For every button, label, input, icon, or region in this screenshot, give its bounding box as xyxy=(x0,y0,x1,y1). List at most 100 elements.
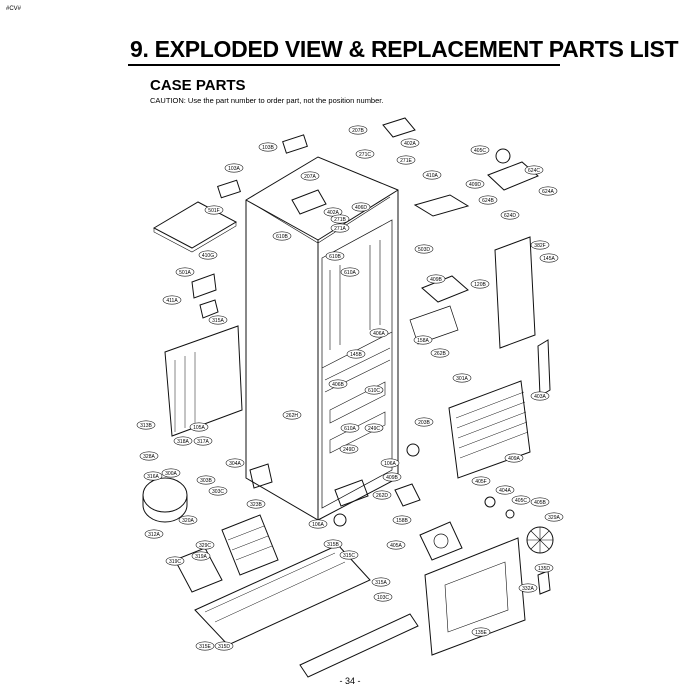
page-number: - 34 - xyxy=(339,676,361,686)
part-label: 403A xyxy=(530,391,550,401)
part-label: 249D xyxy=(339,444,359,454)
part-label: 303C xyxy=(208,486,228,496)
part-label: 624A xyxy=(538,186,558,196)
back-panel-315a xyxy=(164,325,243,437)
part-label: 624D xyxy=(500,210,520,220)
part-label-text: 303C xyxy=(212,489,224,495)
part-label-text: 271A xyxy=(334,226,346,232)
part-label: 271C xyxy=(355,149,375,159)
part-label: 405F xyxy=(471,476,491,486)
part-label: 249C xyxy=(364,423,384,433)
part-label: 300A xyxy=(161,468,181,478)
part-label: 317A xyxy=(193,436,213,446)
part-label: 262D xyxy=(372,490,392,500)
bracket-624 xyxy=(487,161,539,191)
part-label: 320A xyxy=(178,515,198,525)
part-label-text: 329C xyxy=(199,543,211,549)
part-label-text: 158B xyxy=(396,518,408,524)
part-label: 135D xyxy=(534,563,554,573)
part-label: 406B xyxy=(328,379,348,389)
part-label-text: 317A xyxy=(197,439,209,445)
part-label-text: 328A xyxy=(143,454,155,460)
part-label: 158B xyxy=(392,515,412,525)
part-label: 406D xyxy=(351,202,371,212)
cover-103a xyxy=(217,179,241,199)
part-label-text: 410G xyxy=(202,253,214,259)
part-label: 145B xyxy=(346,349,366,359)
cover-103b xyxy=(282,134,308,154)
part-label-text: 610A xyxy=(344,270,356,276)
title-underline xyxy=(128,64,560,66)
part-label: 303B xyxy=(196,475,216,485)
bracket-403a xyxy=(537,339,551,397)
part-label: 382F xyxy=(530,240,550,250)
part-label-text: 271E xyxy=(400,158,412,164)
part-label-text: 304A xyxy=(229,461,241,467)
part-label-text: 382F xyxy=(534,243,545,249)
part-label-text: 403A xyxy=(534,394,546,400)
part-label: 203B xyxy=(414,417,434,427)
part-label: 410A xyxy=(422,170,442,180)
part-label-text: 262H xyxy=(286,413,298,419)
part-label: 319A xyxy=(191,551,211,561)
part-label: 610A xyxy=(340,423,360,433)
part-label: 610C xyxy=(364,385,384,395)
part-label: 262H xyxy=(282,410,302,420)
part-label: 315D xyxy=(214,641,234,651)
machine-cover-332a xyxy=(424,537,526,656)
part-label-text: 120B xyxy=(474,282,486,288)
part-label-text: 315D xyxy=(218,644,230,650)
part-label-text: 103A xyxy=(228,166,240,172)
part-411a xyxy=(199,299,219,319)
part-label-text: 411A xyxy=(166,298,178,304)
part-label: 313B xyxy=(136,420,156,430)
part-label: 135E xyxy=(471,627,491,637)
part-label-text: 106A xyxy=(312,522,324,528)
part-106a xyxy=(406,443,420,457)
part-label-text: 409A xyxy=(508,456,520,462)
part-409b-lower xyxy=(394,483,421,507)
part-label: 120B xyxy=(470,279,490,289)
part-label-text: 312A xyxy=(148,532,160,538)
part-label-text: 103B xyxy=(262,145,274,151)
part-label: 319C xyxy=(165,556,185,566)
part-label: 409D xyxy=(465,179,485,189)
part-label-text: 262B xyxy=(434,351,446,357)
part-262d xyxy=(334,479,369,507)
part-label: 207B xyxy=(348,125,368,135)
part-label: 304A xyxy=(225,458,245,468)
part-label-text: 610C xyxy=(368,388,380,394)
part-label: 103C xyxy=(373,592,393,602)
part-label-text: 610B xyxy=(276,234,288,240)
part-label: 106A xyxy=(308,519,328,529)
part-label: 262B xyxy=(430,348,450,358)
evaporator xyxy=(448,380,531,479)
part-label: 105A xyxy=(189,422,209,432)
part-label: 610B xyxy=(325,251,345,261)
part-label: 328A xyxy=(139,451,159,461)
part-label: 624C xyxy=(524,165,544,175)
part-label-text: 301A xyxy=(456,376,468,382)
part-label: 329A xyxy=(544,512,564,522)
part-label: 411A xyxy=(162,295,182,305)
part-label-text: 406A xyxy=(373,331,385,337)
part-label-text: 329A xyxy=(548,515,560,521)
part-404a xyxy=(484,496,496,508)
part-label: 315A xyxy=(208,315,228,325)
part-label-text: 402A xyxy=(327,210,339,216)
page-title: 9. EXPLODED VIEW & REPLACEMENT PARTS LIS… xyxy=(130,36,679,62)
part-label-text: 315A xyxy=(212,318,224,324)
part-405c-small xyxy=(505,509,515,519)
part-label-text: 303B xyxy=(200,478,212,484)
part-label-text: 135D xyxy=(538,566,550,572)
part-label-text: 320A xyxy=(182,518,194,524)
part-label: 315B xyxy=(323,539,343,549)
part-label-text: 103C xyxy=(377,595,389,601)
part-label: 501F xyxy=(204,205,224,215)
part-label: 405B xyxy=(530,497,550,507)
part-label-text: 319A xyxy=(195,554,207,560)
part-106a-lower xyxy=(333,513,347,527)
part-label: 301A xyxy=(452,373,472,383)
part-label-text: 410A xyxy=(426,173,438,179)
